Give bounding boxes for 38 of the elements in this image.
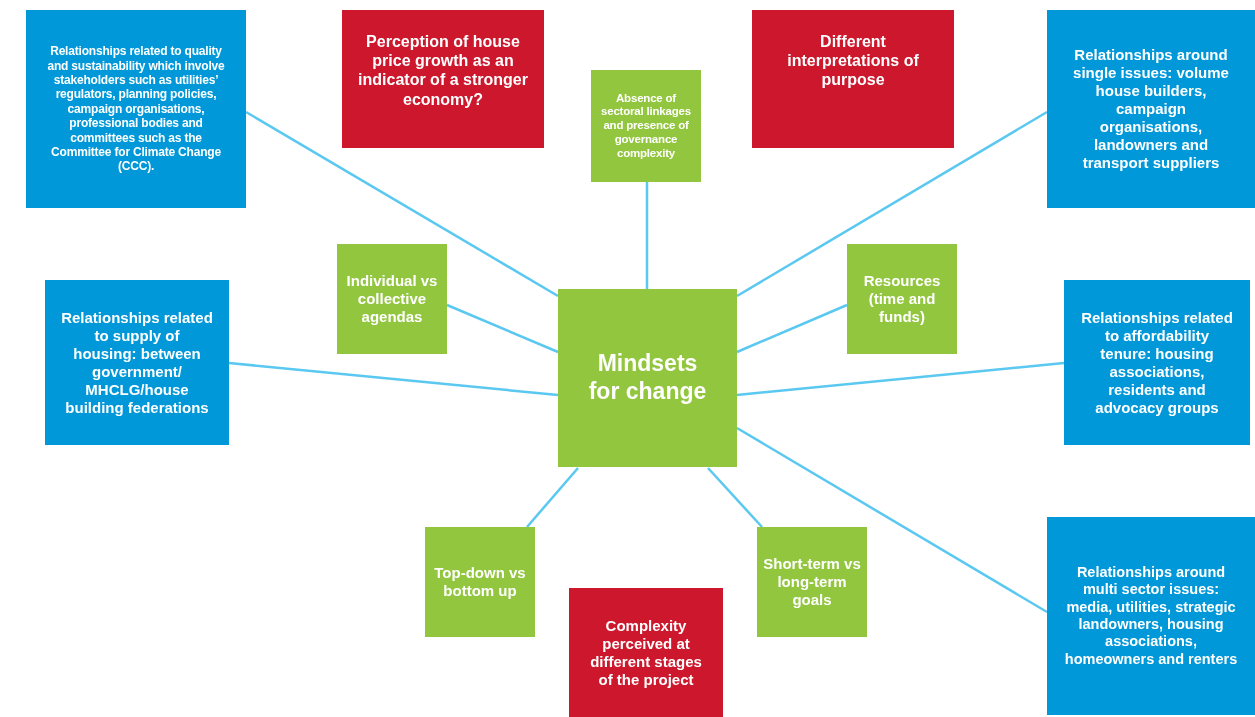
connector-line: [446, 303, 559, 354]
connector-line: [526, 467, 579, 528]
connector-line: [645, 182, 649, 289]
box-text: Resources (time and funds): [862, 272, 942, 326]
connector-line: [736, 110, 1048, 298]
box-text: Individual vs collective agendas: [345, 272, 439, 326]
box-text: Complexity perceived at different stages of the project: [589, 616, 703, 689]
connector-line: [736, 361, 1065, 397]
box-text: Different interpretations of purpose: [786, 32, 920, 90]
issue-box: [342, 10, 544, 148]
stakeholder-box: [1047, 10, 1255, 208]
connector-line: [228, 361, 559, 397]
stakeholder-box: [45, 280, 229, 445]
stakeholder-box: [1064, 280, 1250, 445]
central-box: [558, 289, 737, 467]
factor-box: [757, 527, 867, 637]
connector-line: [707, 467, 763, 528]
stakeholder-box: [1047, 517, 1255, 715]
connector-line: [736, 426, 1048, 614]
box-text: Short-term vs long-term goals: [762, 555, 862, 609]
box-text: Relationships related to supply of housing: between government/ MHCLG/house building federations: [61, 308, 213, 417]
issue-box: [569, 588, 723, 717]
factor-box: [847, 244, 957, 354]
box-text: Relationships around multi sector issues: media, utilities, strategic landowners, housing associations, homeowners and renters: [1063, 563, 1239, 669]
stakeholder-box: [26, 10, 246, 208]
factor-box: [425, 527, 535, 637]
box-text: Mindsets for change: [587, 350, 708, 406]
issue-box: [752, 10, 954, 148]
connector-line: [736, 303, 848, 354]
box-text: Perception of house price growth as an indicator of a stronger economy?: [357, 32, 529, 109]
box-text: Absence of sectoral linkages and presence of governance complexity: [600, 91, 692, 161]
box-text: Relationships around single issues: volume house builders, campaign organisations, landowners and transport suppliers: [1072, 46, 1230, 172]
box-text: Relationships related to quality and sustainability which involve stakeholders such as utilities’ regulators, planning policies, campaign organisations, professional bodies and committees such as the Committee for Climate Change (CCC).: [46, 44, 226, 174]
connector-line: [245, 110, 559, 298]
box-text: Top-down vs bottom up: [433, 564, 527, 600]
factor-box: [337, 244, 447, 354]
factor-box: [591, 70, 701, 182]
box-text: Relationships related to affordability tenure: housing associations, residents and advocacy groups: [1080, 308, 1234, 417]
